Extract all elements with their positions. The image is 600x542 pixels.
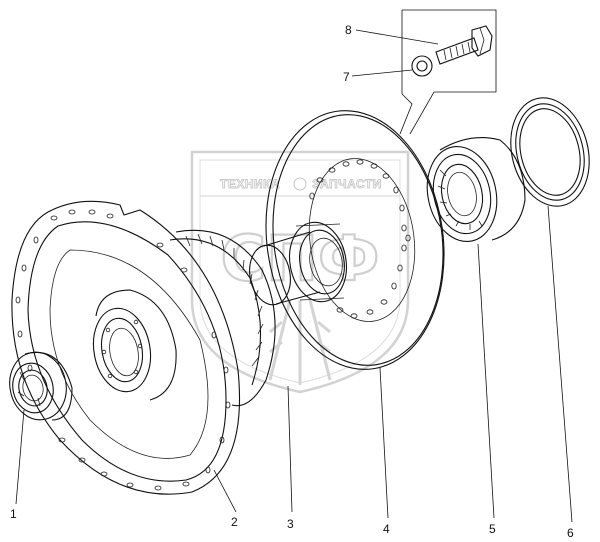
leader-5 — [477, 243, 495, 519]
callout-5: 5 — [489, 522, 496, 536]
callout-3: 3 — [287, 517, 294, 531]
callout-8: 8 — [345, 23, 352, 37]
leader-4 — [379, 367, 389, 519]
leader-8 — [355, 29, 439, 45]
callout-2: 2 — [231, 515, 238, 529]
flange-bolt-holes — [15, 209, 231, 491]
part-8-bolt — [435, 25, 493, 65]
callout-1: 1 — [10, 507, 17, 521]
part-3-hub-sleeve — [249, 221, 347, 306]
part-7-washer — [411, 55, 433, 77]
part-5-roller-bearing — [426, 137, 526, 243]
leader-2 — [213, 469, 237, 513]
callout-6: 6 — [567, 526, 574, 540]
watermark-wheat-icon — [268, 299, 332, 385]
leader-1 — [15, 409, 25, 505]
watermark-shield-outline — [190, 150, 410, 394]
part-2-wheel-hub — [11, 200, 276, 495]
watermark-gear-icon — [293, 177, 307, 191]
callout-7: 7 — [343, 70, 350, 84]
leader-3 — [287, 385, 293, 513]
watermark-brand-right: ЗАПЧАСТИ — [312, 177, 382, 191]
part-6-seal-ring — [510, 97, 590, 207]
callout-labels: 1 2 3 4 5 6 7 8 — [10, 23, 574, 540]
detail-bracket — [399, 9, 497, 135]
disc-bolt-holes — [309, 159, 411, 319]
watermark-brand-left: ТЕХНИКА — [220, 177, 280, 191]
leader-lines — [15, 29, 573, 523]
leader-7 — [351, 69, 413, 77]
callout-4: 4 — [383, 522, 390, 536]
watermark: ТЕХНИКА ЗАПЧАСТИ СПФ — [190, 150, 410, 394]
leader-6 — [547, 205, 573, 523]
part-1-bearing-cap — [9, 351, 73, 421]
